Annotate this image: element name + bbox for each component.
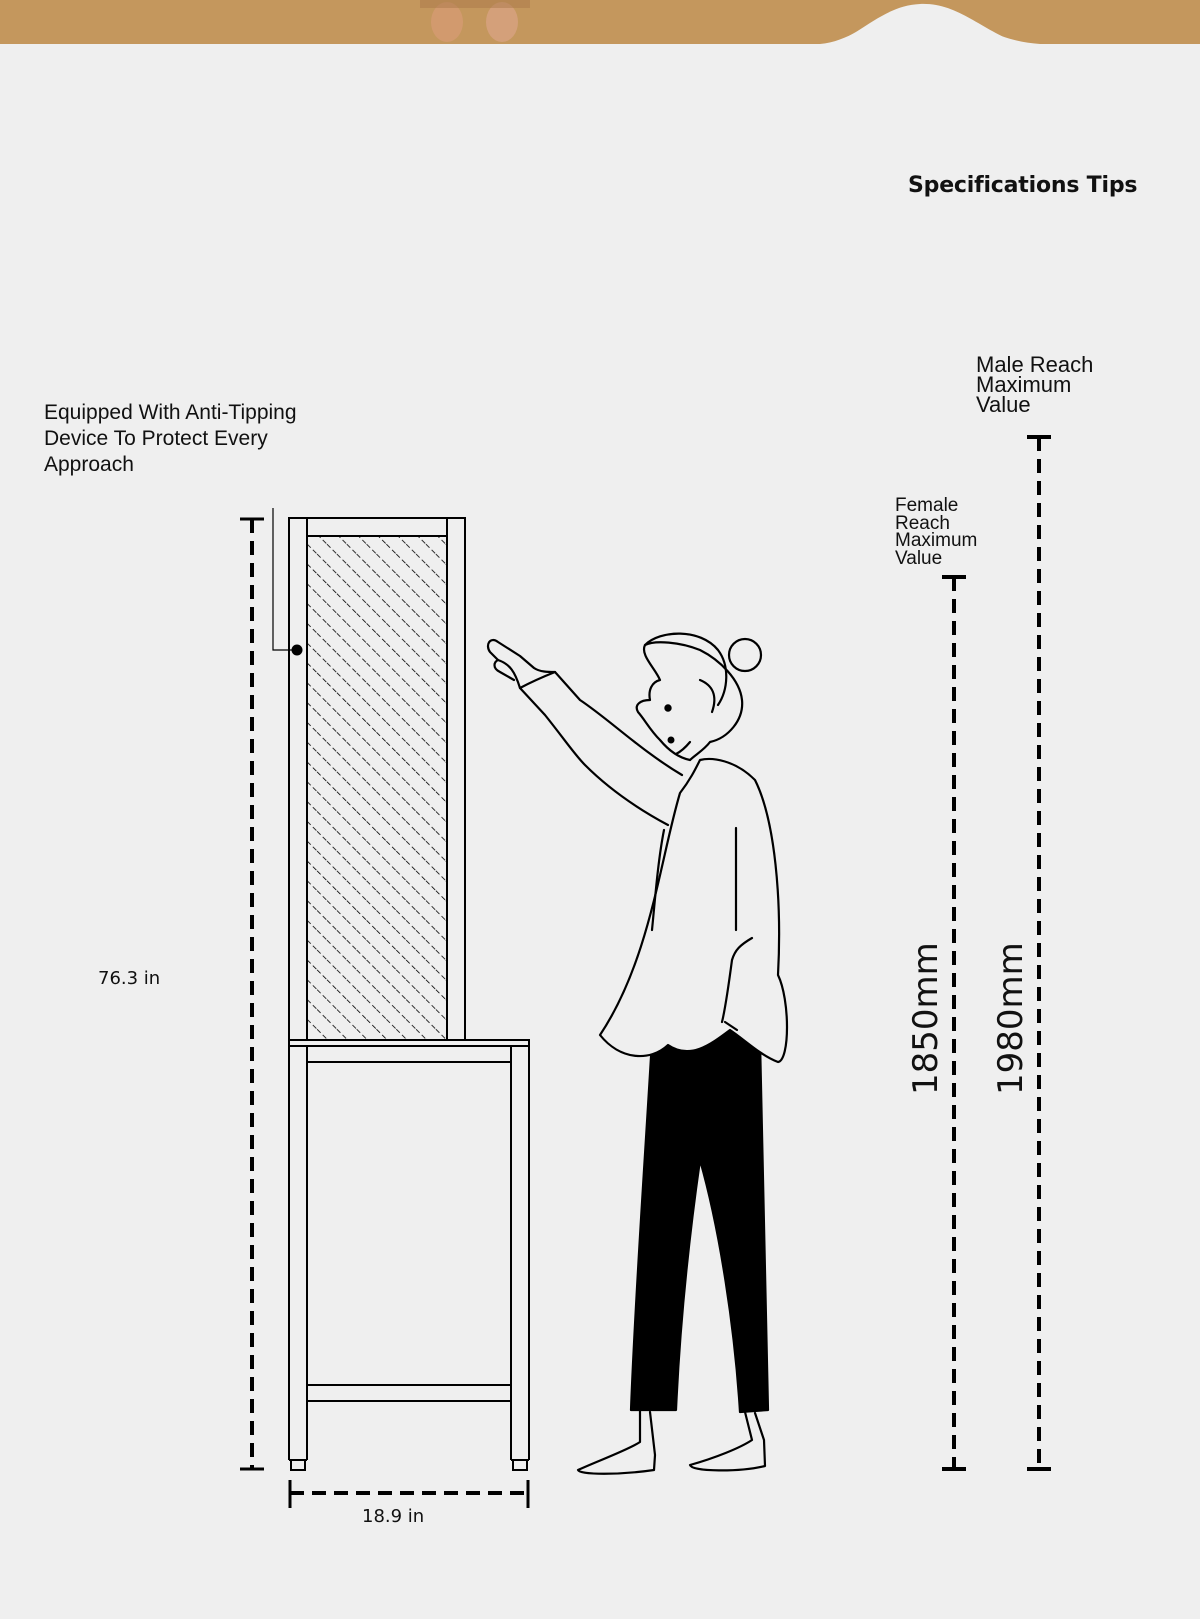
anti-tipping-dot [291,644,303,656]
female-reach-label: Female Reach Maximum Value [895,495,978,569]
floor-photo-strip [0,0,1200,49]
dimension-lines [240,435,1051,1508]
male-height-label: 1980mm [991,942,1031,1095]
woman-figure-illustration [486,632,789,1475]
cabinet-height-label: 76.3 in [98,968,161,989]
male-reach-label: Male Reach Maximum Value [976,352,1094,417]
cabinet-width-label: 18.9 in [362,1506,425,1527]
female-height-label: 1850mm [906,942,946,1095]
page-title: Specifications Tips [908,173,1138,198]
shoe-cabinet-illustration [272,508,530,1471]
anti-tipping-label: Equipped With Anti-Tipping Device To Pro… [44,401,297,476]
